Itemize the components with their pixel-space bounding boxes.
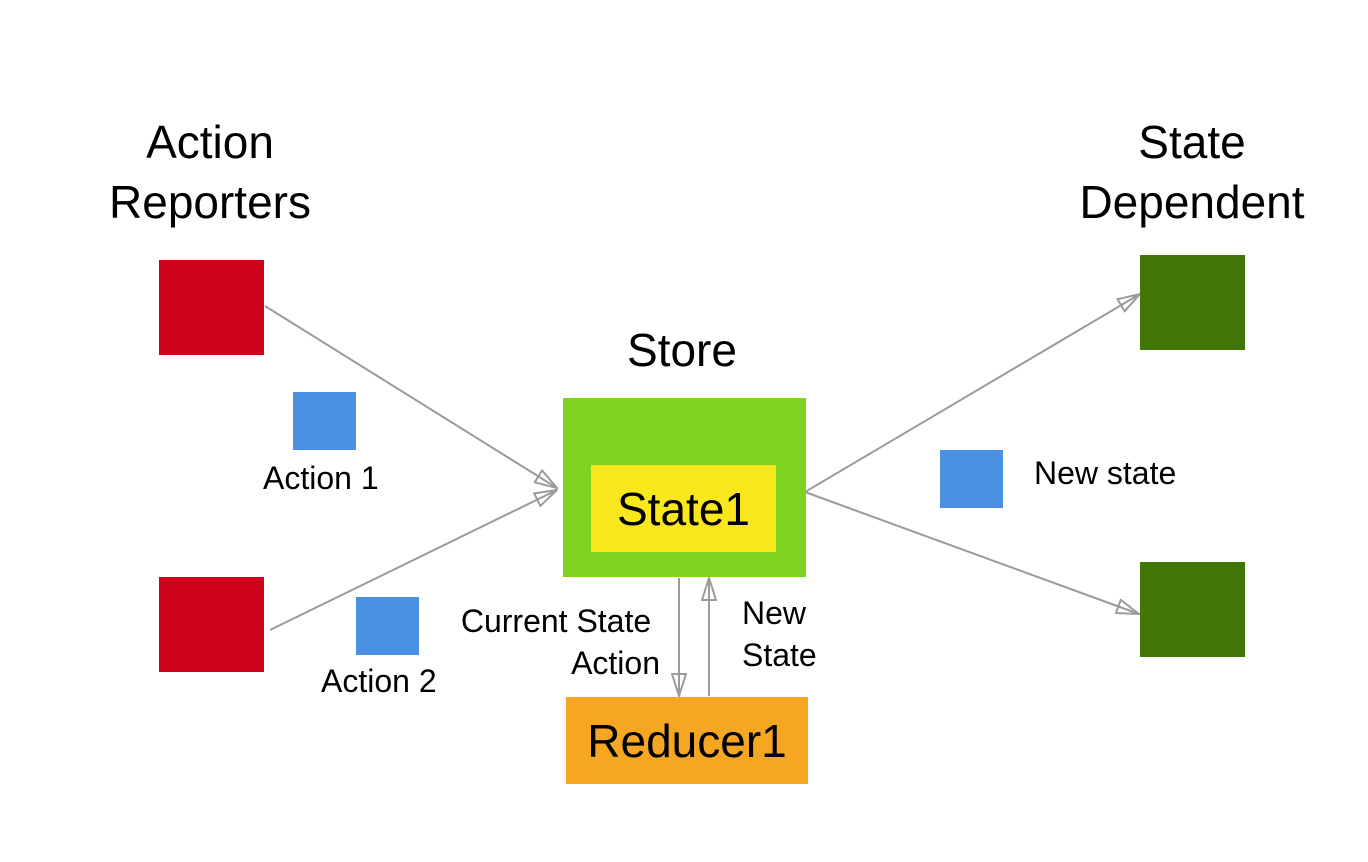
action-reporter-1 <box>159 260 264 355</box>
label-new-state-up: New State <box>742 592 817 676</box>
label-action-2: Action 2 <box>321 663 437 699</box>
heading-action-reporters-line1: Action <box>146 116 274 168</box>
label-action: Action <box>571 645 660 681</box>
new-state-token <box>940 450 1003 508</box>
state-label: State1 <box>617 482 750 535</box>
action-reporter-2 <box>159 577 264 672</box>
label-action-1: Action 1 <box>263 460 379 496</box>
heading-state-dependent: State Dependent <box>1042 112 1342 232</box>
label-current-state: Current State <box>460 603 652 639</box>
heading-action-reporters: Action Reporters <box>60 112 360 232</box>
arrow-store-to-dependent1 <box>804 294 1140 493</box>
arrow-store-to-dependent2 <box>804 491 1139 614</box>
action-token-2 <box>356 597 419 655</box>
heading-action-reporters-line2: Reporters <box>109 176 311 228</box>
action-token-1 <box>293 392 356 450</box>
state-box: State1 <box>591 465 776 552</box>
arrow-reporter1-to-store <box>264 305 557 488</box>
label-state: State <box>742 637 817 673</box>
reducer-label: Reducer1 <box>587 714 787 767</box>
label-new: New <box>742 595 807 631</box>
reducer-box: Reducer1 <box>566 697 808 784</box>
heading-state-dependent-line2: Dependent <box>1079 176 1305 228</box>
state-dependent-2 <box>1140 562 1245 657</box>
heading-store: Store <box>627 324 737 376</box>
state-dependent-1 <box>1140 255 1245 350</box>
arrow-reporter2-to-store <box>269 490 557 631</box>
label-new-state: New state <box>1034 455 1177 491</box>
heading-state-dependent-line1: State <box>1138 116 1246 168</box>
store-box: State1 <box>563 398 806 577</box>
label-current-state-action: Current State Action <box>442 600 670 684</box>
